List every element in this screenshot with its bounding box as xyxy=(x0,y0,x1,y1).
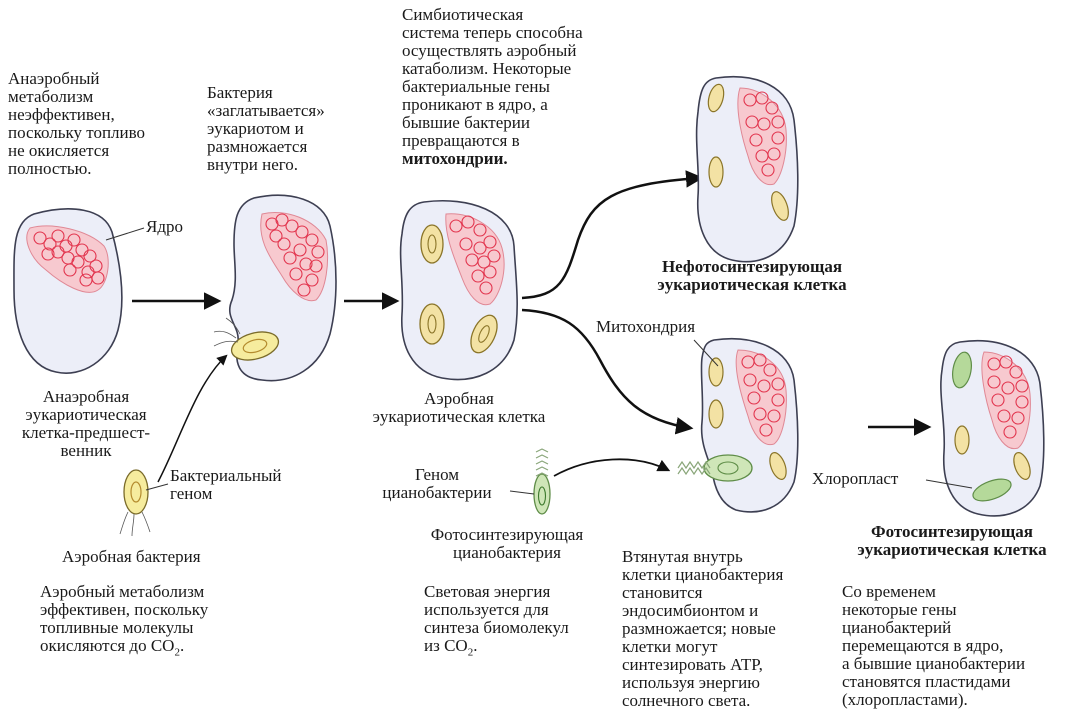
light-energy-period: . xyxy=(473,636,478,655)
cyano-genome-label: Геном цианобактерии xyxy=(382,465,492,502)
arrow-to-photo-precursor xyxy=(521,308,694,435)
entering-cyanobacterium xyxy=(677,454,753,482)
co2-subscript: 2 xyxy=(174,646,180,659)
free-cyanobacterium xyxy=(509,448,551,515)
aerobic-metabolism-text: Аэробный метаболизм эффективен, поскольк… xyxy=(40,582,209,655)
engulf-note: Бактерия «заглатывается» эукариотом и ра… xyxy=(207,83,325,174)
cyano-engulfing-mitochondria xyxy=(708,357,787,480)
engulfed-cyano-note: Втянутая внутрь клетки цианобактерия ста… xyxy=(622,547,784,710)
mitochondria-label: Митохондрия xyxy=(596,317,696,336)
aerobic-cell-label: Аэробная эукариотическая клетка xyxy=(372,389,546,426)
photo-chloroplasts xyxy=(952,351,1012,502)
photo-cyano-label: Фотосинтезирующая цианобактерия xyxy=(430,525,584,562)
precursor-nucleus xyxy=(26,225,109,293)
arrow-cyano-to-cell xyxy=(553,458,671,477)
chloroplast-label: Хлоропласт xyxy=(812,469,899,488)
aerobic-metabolism-period: . xyxy=(179,636,185,655)
bacterial-genome-label: Бактериальный геном xyxy=(170,466,282,503)
arrow-bacterium-to-cell xyxy=(157,354,228,483)
aerobic-mitochondria xyxy=(419,224,498,354)
chloroplast-pointer xyxy=(925,479,973,489)
photo-eukaryote-label: Фотосинтезирующая эукариотическая клетка xyxy=(857,522,1047,559)
anaerobic-note: Анаэробный метаболизм неэффективен, поск… xyxy=(8,69,146,178)
nonphoto-cell xyxy=(695,76,799,263)
light-co2-subscript: 2 xyxy=(467,646,474,659)
aerobic-nucleus xyxy=(445,213,505,306)
plastid-note: Со временем некоторые гены цианобактерий… xyxy=(842,582,1026,709)
nonphoto-cell-label: Нефотосинтезирующая эукариотическая клет… xyxy=(657,257,847,294)
cyano-engulfing-cell xyxy=(677,338,799,513)
nucleus-pointer xyxy=(105,227,145,241)
photo-cell xyxy=(925,340,1045,517)
nonphoto-mitochondria xyxy=(707,83,789,221)
precursor-cell xyxy=(13,208,145,374)
precursor-label: Анаэробная эукариотическая клетка-предше… xyxy=(21,387,151,460)
symbiotic-note-mitochondria: митохондрии. xyxy=(402,149,508,168)
arrow-to-nonphoto xyxy=(521,170,704,300)
engulfing-nucleus xyxy=(260,212,329,302)
aerobic-bacterium xyxy=(119,469,169,537)
nucleus-label: Ядро xyxy=(146,217,183,236)
symbiotic-note: Симбиотическая система теперь способна о… xyxy=(402,6,583,168)
aerobic-bacterium-label: Аэробная бактерия xyxy=(62,547,201,566)
mitochondria-pointer xyxy=(693,339,719,367)
aerobic-cell xyxy=(399,200,518,381)
symbiotic-note-body: Симбиотическая система теперь способна о… xyxy=(402,5,583,150)
engulfing-cell xyxy=(213,194,337,382)
entering-bacterium xyxy=(213,317,280,361)
light-energy-note: Световая энергия используется для синтез… xyxy=(424,583,569,661)
light-energy-text: Световая энергия используется для синтез… xyxy=(424,582,569,655)
photo-mitochondria xyxy=(954,425,1031,480)
aerobic-metabolism-note: Аэробный метаболизм эффективен, поскольк… xyxy=(40,583,208,661)
